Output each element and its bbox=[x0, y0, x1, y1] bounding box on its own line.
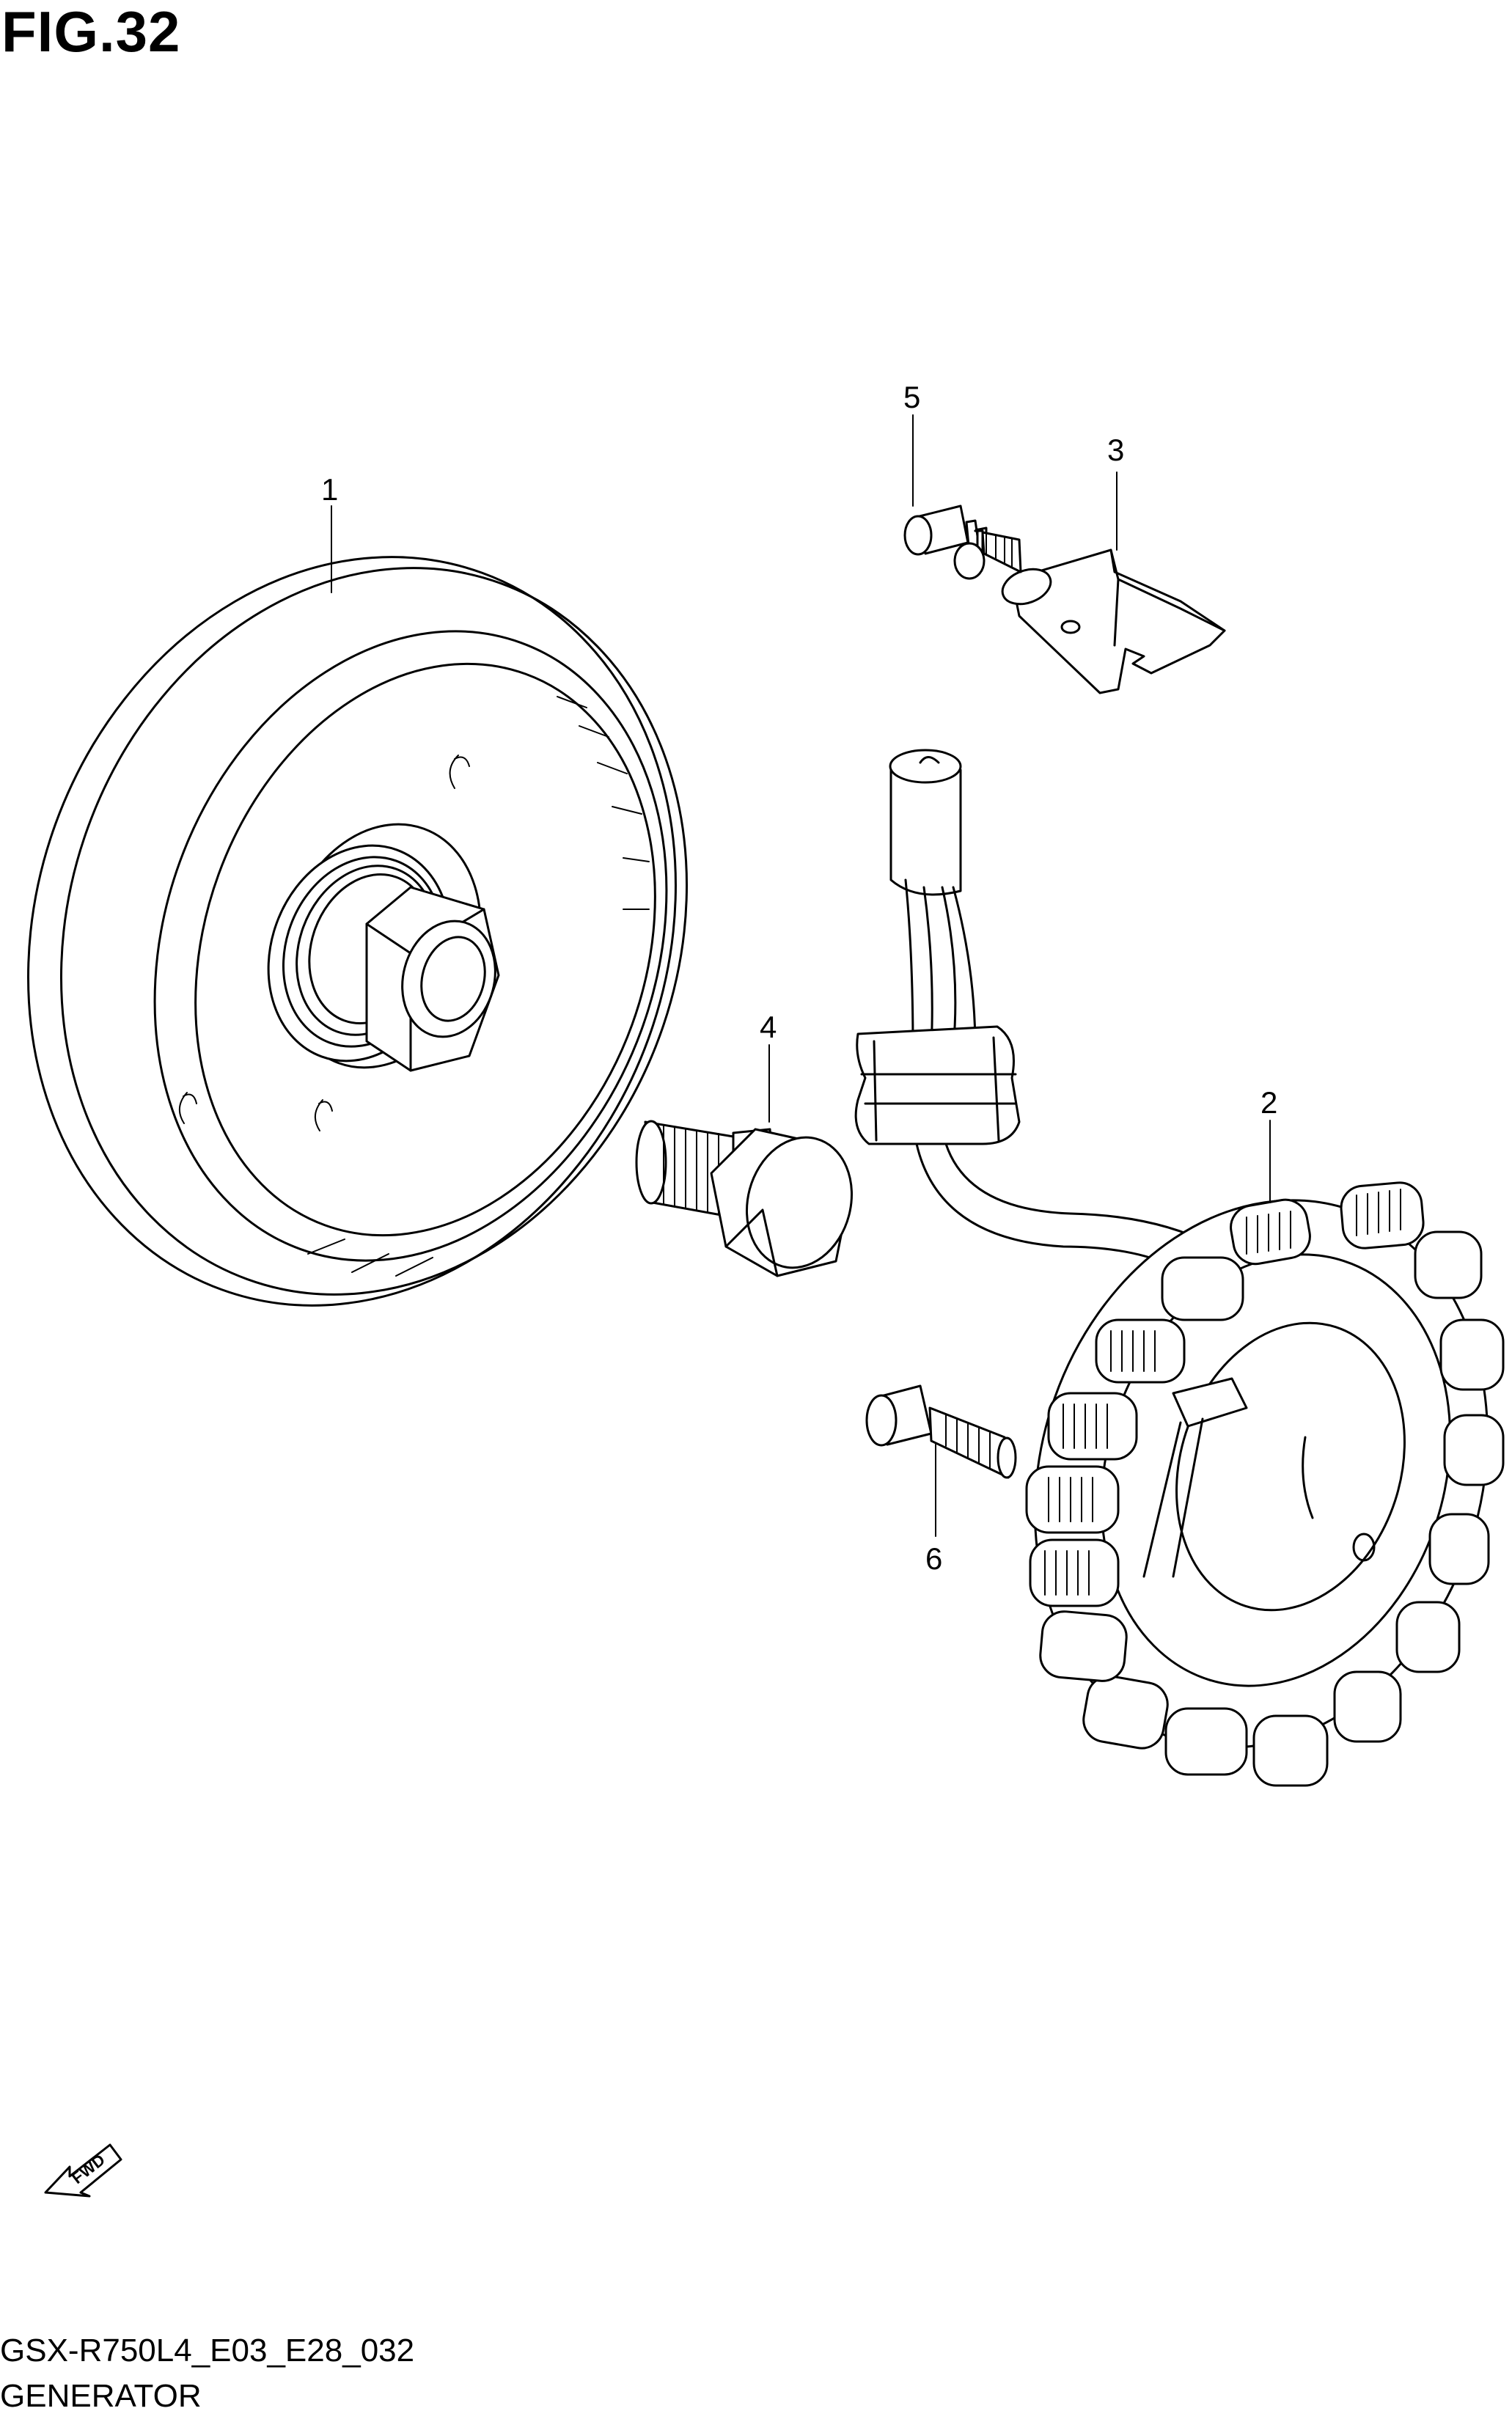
screw-5-part[interactable] bbox=[903, 414, 1022, 580]
rotor-bolt-part[interactable] bbox=[635, 1044, 866, 1280]
callout-5: 5 bbox=[903, 380, 920, 414]
fwd-arrow-icon: FWD bbox=[44, 2143, 122, 2198]
wire-clamp-part[interactable] bbox=[998, 471, 1226, 694]
rotor-part[interactable] bbox=[0, 465, 787, 1397]
callout-4: 4 bbox=[760, 1010, 777, 1044]
callout-1: 1 bbox=[321, 472, 338, 507]
callout-6: 6 bbox=[925, 1541, 942, 1576]
callout-2: 2 bbox=[1260, 1085, 1277, 1120]
callout-3: 3 bbox=[1107, 433, 1124, 467]
stator-part[interactable] bbox=[854, 749, 1512, 1807]
diagram-code: GSX-R750L4_E03_E28_032 bbox=[0, 2333, 415, 2368]
figure-title: FIG.32 bbox=[1, 0, 181, 64]
diagram-name: GENERATOR bbox=[0, 2378, 202, 2414]
screw-6-part[interactable] bbox=[865, 1384, 1017, 1537]
